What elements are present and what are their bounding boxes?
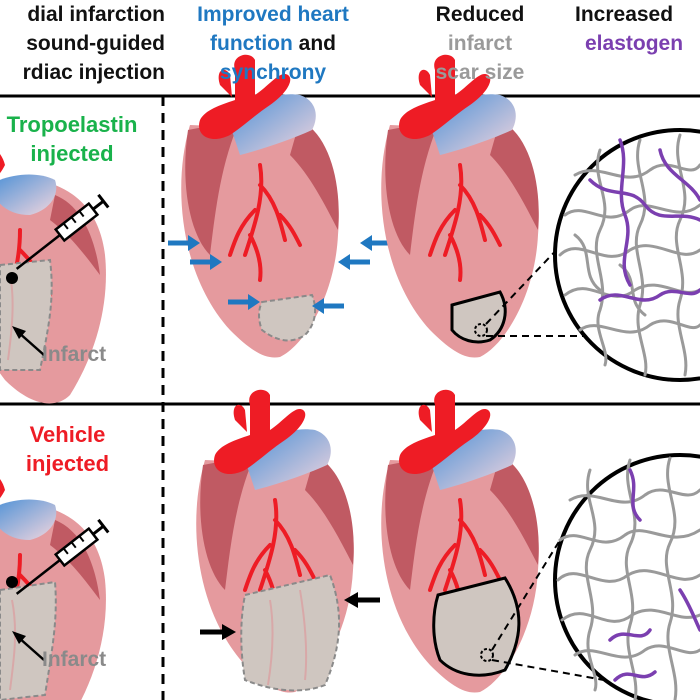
vehicle-label-line1: Vehicle bbox=[29, 422, 106, 447]
infarct-label-top: Infarct bbox=[42, 343, 107, 366]
vehicle-label-line2: injected bbox=[25, 451, 110, 476]
infarct-pointer-top bbox=[17, 331, 45, 356]
header-col1-line3: rdiac injection bbox=[22, 61, 165, 84]
infarct-pointer-head-top bbox=[12, 326, 26, 339]
header-col3-line1: Reduced bbox=[435, 3, 525, 26]
black-arrow-icon bbox=[344, 592, 380, 608]
header-col3-line3: scar size bbox=[435, 61, 525, 84]
zoom-line-lower-bottom bbox=[491, 659, 661, 691]
blue-arrow-icon bbox=[338, 254, 370, 270]
infarct-label-bottom: Infarct bbox=[42, 648, 107, 671]
large-scar-heart bbox=[379, 387, 541, 695]
header-col1-line1: dial infarction bbox=[27, 3, 165, 26]
header-col2-line1: Improved heart bbox=[197, 3, 349, 26]
elastin-zoom-circle-bottom bbox=[553, 453, 700, 700]
blue-arrow-icon bbox=[312, 298, 344, 314]
elastin-zoom-circle-top bbox=[553, 128, 700, 382]
header-col2-line3: synchrony bbox=[219, 61, 327, 84]
tropoelastin-label-line2: injected bbox=[30, 141, 114, 166]
black-arrow-icon bbox=[200, 624, 236, 640]
header-col4-line2: elastogen bbox=[585, 32, 684, 55]
syringe-icon bbox=[6, 193, 110, 284]
infarct-pointer-head-bottom bbox=[12, 631, 26, 644]
header-col3-line2: infarct bbox=[447, 32, 513, 55]
header-col2: Improved heart function and synchrony bbox=[178, 0, 368, 87]
blue-arrow-icon bbox=[190, 254, 222, 270]
left-heart-bottom bbox=[0, 464, 108, 700]
header-col4-line1: Increased bbox=[575, 3, 674, 26]
header-col2-line2-a: function bbox=[210, 32, 293, 55]
header-col2-line2-b: and bbox=[292, 32, 336, 55]
vehicle-label: Vehicle injected bbox=[10, 420, 125, 478]
blue-arrow-icon bbox=[228, 294, 260, 310]
infarct-pointer-bottom bbox=[17, 636, 45, 661]
tropoelastin-label: Tropoelastin injected bbox=[0, 110, 146, 168]
header-col1-line2: sound-guided bbox=[26, 32, 165, 55]
tropoelastin-label-line1: Tropoelastin bbox=[6, 112, 138, 137]
blue-arrow-icon bbox=[168, 235, 200, 251]
treated-heart bbox=[179, 52, 341, 360]
vehicle-heart bbox=[194, 387, 356, 695]
syringe-icon bbox=[6, 518, 110, 595]
small-scar-heart bbox=[379, 52, 541, 360]
header-col4: Increased elastogen bbox=[575, 0, 683, 58]
header-col3: Reduced infarct scar size bbox=[405, 0, 555, 87]
zoom-line-lower-top bbox=[491, 539, 561, 651]
header-col1: dial infarction sound-guided rdiac injec… bbox=[0, 0, 165, 87]
